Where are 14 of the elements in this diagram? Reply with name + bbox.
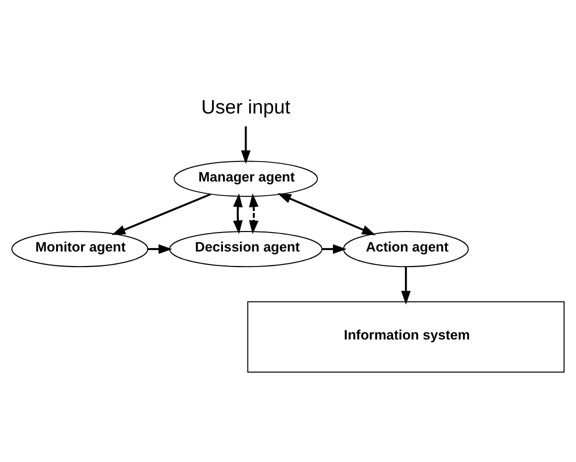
arrow [277, 192, 376, 235]
node-ellipse: Decission agent [169, 230, 322, 267]
arrow [322, 244, 347, 254]
arrow [248, 192, 259, 234]
node-ellipse: Action agent [343, 230, 469, 267]
node-ellipse: Monitor agent [11, 230, 148, 267]
arrow [241, 126, 251, 164]
arrow [401, 266, 411, 304]
arrow [233, 192, 243, 234]
node-text: User input [201, 96, 290, 118]
arrow [148, 244, 172, 254]
node-box: Information system [247, 300, 565, 372]
arrow [112, 192, 211, 234]
node-ellipse: Manager agent [174, 160, 318, 196]
